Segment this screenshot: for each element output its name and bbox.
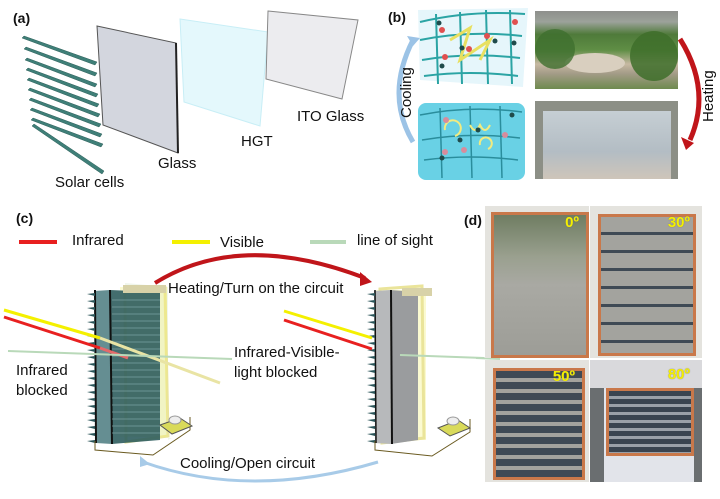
photo-clear-window (535, 11, 678, 89)
ir-visible-blocked-line1: Infrared-Visible- (234, 344, 340, 361)
solar-cell-edge (367, 314, 375, 317)
angle-label-80: 80º (667, 366, 690, 383)
solar-cell-edge (367, 433, 375, 436)
solar-cell-edge (87, 426, 95, 429)
legend-label-visible: Visible (220, 234, 264, 251)
solar-cell-edge (87, 370, 95, 373)
solar-cell-edge (87, 321, 95, 324)
label-ito-glass: ITO Glass (297, 108, 365, 125)
label-glass: Glass (158, 155, 197, 172)
photo-angle-80: 80º (590, 360, 702, 482)
heating-circuit-arrow (153, 253, 366, 285)
right-window-opaque (367, 284, 472, 457)
legend-swatch-infrared (19, 240, 57, 244)
solar-cell-edge (87, 307, 95, 310)
angle-label-30: 30º (667, 214, 690, 231)
solar-cell-edge (367, 426, 375, 429)
solar-cell-edge (87, 398, 95, 401)
cooling-cycle-arrow (396, 38, 416, 144)
solar-cell-edge (367, 440, 375, 443)
label-hgt: HGT (241, 133, 273, 150)
hgt-panel (179, 18, 269, 127)
solar-cell-edge (87, 314, 95, 317)
solar-cell-edge (87, 384, 95, 387)
photo-opaque-window (535, 101, 678, 179)
solar-cell-edge (367, 307, 375, 310)
photo-angle-30: 30º (590, 206, 702, 358)
solar-cell-edge (367, 300, 375, 303)
solar-cell-edge (87, 349, 95, 352)
solar-cell-edge (367, 342, 375, 345)
solar-cell-edge (87, 293, 95, 296)
photo-angle-50: 50º (485, 360, 589, 482)
solar-cell-edge (87, 412, 95, 415)
solar-cell-edge (87, 300, 95, 303)
legend-swatch-visible (172, 240, 210, 244)
solar-cell-edge (367, 405, 375, 408)
solar-cell-edge (87, 419, 95, 422)
legend-swatch-line-of-sight (310, 240, 346, 244)
solar-cell-edge (87, 405, 95, 408)
ir-visible-blocked-line2: light blocked (234, 364, 318, 381)
left-window-clear (87, 283, 194, 456)
legend-label-infrared: Infrared (72, 232, 124, 249)
cooling-circuit-arrow (142, 460, 379, 483)
infrared-blocked-line1: Infrared (16, 362, 68, 379)
solar-cell-edge (367, 363, 375, 366)
legend-label-line-of-sight: line of sight (357, 232, 433, 249)
solar-cell-edge (87, 391, 95, 394)
photo-angle-0: 0º (485, 206, 589, 358)
panel-b-diagram (396, 8, 702, 180)
solar-cell-edge (87, 440, 95, 443)
solar-cell-edge (367, 419, 375, 422)
solar-cell-edge (367, 349, 375, 352)
angle-label-50: 50º (552, 368, 575, 385)
panel-c-label: (c) (16, 210, 34, 226)
hydrogel-network-cool (418, 8, 528, 87)
solar-cell-edge (87, 433, 95, 436)
solar-cell-edge (87, 363, 95, 366)
solar-cell-strips (21, 35, 105, 175)
solar-cell-edge (87, 356, 95, 359)
solar-cell-edge (367, 391, 375, 394)
ito-glass-panel (265, 10, 359, 100)
solar-cell-edge (367, 321, 375, 324)
solar-cell-edge (367, 293, 375, 296)
solar-cell-edge (367, 384, 375, 387)
solar-cell-edge (367, 412, 375, 415)
heating-cycle-arrow (677, 37, 702, 142)
solar-cell-edge (87, 377, 95, 380)
panel-a-label: (a) (13, 10, 31, 26)
solar-cell-edge (367, 377, 375, 380)
solar-cell-edge (367, 356, 375, 359)
cooling-circuit-text: Cooling/Open circuit (180, 455, 316, 472)
panel-d-label: (d) (464, 212, 482, 228)
solar-cell-edge (87, 328, 95, 331)
heating-circuit-text: Heating/Turn on the circuit (168, 280, 344, 297)
panel-a-exploded-diagram (21, 10, 359, 175)
panel-b-label: (b) (388, 9, 406, 25)
solar-cell-edge (367, 328, 375, 331)
infrared-blocked-line2: blocked (16, 382, 68, 399)
label-solar-cells: Solar cells (55, 174, 125, 191)
angle-label-0: 0º (565, 214, 579, 231)
solar-cell-edge (367, 398, 375, 401)
hydrogel-network-heat (418, 103, 525, 180)
solar-cell-edge (367, 370, 375, 373)
